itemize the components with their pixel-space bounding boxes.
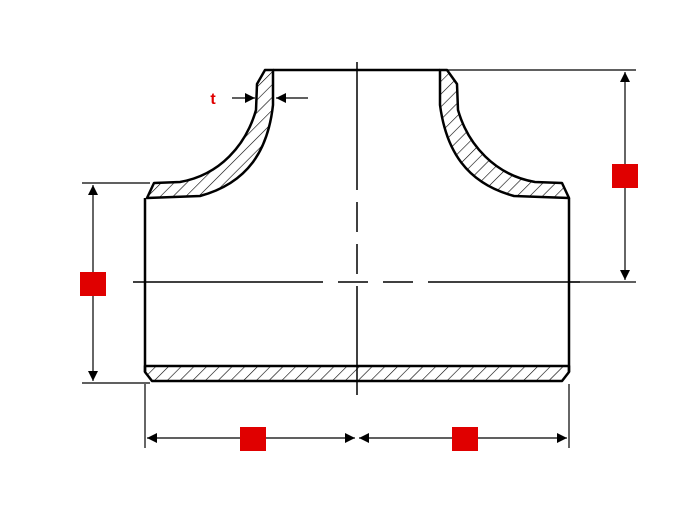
label-c-left: C [247,432,259,449]
right-branch-wall [438,68,571,200]
left-branch-wall [145,68,275,200]
extension-lines [82,69,636,448]
label-t: t [210,91,216,108]
label-c-right: C [459,432,471,449]
dimension-lines [88,72,630,443]
dimension-labels: t M D C C [86,91,630,449]
center-lines [133,62,580,395]
label-m: M [617,169,630,186]
label-backgrounds [80,164,638,451]
label-d: D [86,277,98,294]
